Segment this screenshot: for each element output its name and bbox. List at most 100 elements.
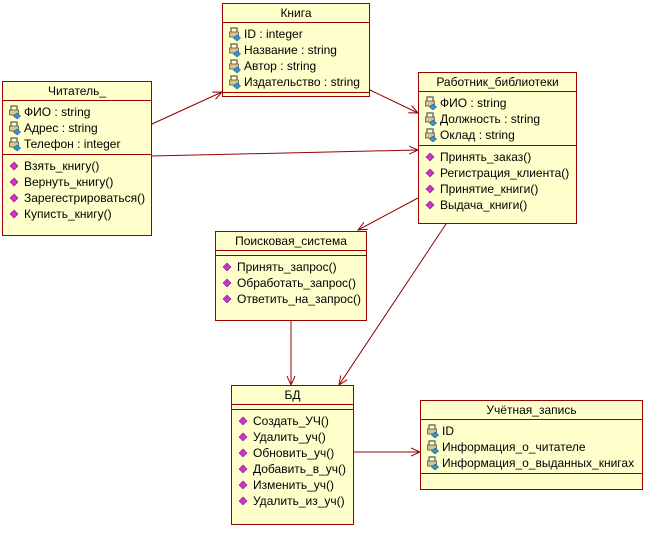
operation-icon [221, 276, 235, 290]
attribute-label: Телефон : integer [24, 137, 121, 151]
operation-label: Вернуть_книгу() [24, 175, 114, 189]
attribute-label: ID [442, 424, 454, 438]
attribute-label: Название : string [244, 43, 337, 57]
attribute-icon [8, 121, 22, 135]
attribute-row: ID : integer [223, 26, 369, 42]
operation-row: Регистрация_клиента() [419, 165, 576, 181]
attribute-label: Информация_о_выданных_книгах [442, 456, 635, 470]
attribute-label: ID : integer [244, 27, 303, 41]
attribute-row: Информация_о_выданных_книгах [421, 455, 642, 471]
attribute-row: Оклад : string [419, 127, 576, 143]
attribute-icon [424, 128, 438, 142]
operation-label: Изменить_уч() [253, 478, 335, 492]
operation-label: Купиcть_книгу() [24, 207, 112, 221]
attribute-label: Адрес : string [24, 121, 98, 135]
attribute-icon [228, 75, 242, 89]
attribute-row: Автор : string [223, 58, 369, 74]
class-db[interactable]: БД Создать_УЧ() Удалить_уч()Обновить_уч()… [231, 385, 354, 525]
attribute-row: Название : string [223, 42, 369, 58]
class-name: БД [232, 386, 353, 405]
operation-row: Зарегестрироваться() [3, 190, 151, 206]
operation-row: Принять_запрос() [216, 259, 366, 275]
attribute-icon [426, 424, 440, 438]
class-name: Работник_библиотеки [419, 73, 576, 92]
operation-icon [424, 166, 438, 180]
operations-compartment: Принять_запрос() Обработать_запрос() Ответ… [216, 256, 366, 309]
attribute-row: ФИО : string [3, 104, 151, 120]
operation-icon [237, 478, 251, 492]
association-librarian-search [358, 197, 419, 230]
operations-compartment [421, 474, 642, 478]
association-reader-librarian [152, 150, 418, 156]
attribute-label: Должность : string [440, 112, 541, 126]
operation-row: Удалить_уч() [232, 429, 353, 445]
attribute-icon [228, 27, 242, 41]
attribute-label: ФИО : string [440, 96, 507, 110]
association-book-librarian [370, 90, 418, 113]
attribute-icon [424, 96, 438, 110]
operation-label: Регистрация_клиента() [440, 166, 570, 180]
operation-label: Добавить_в_уч() [253, 462, 346, 476]
operation-label: Создать_УЧ() [253, 414, 329, 428]
operation-icon [424, 150, 438, 164]
class-search-system[interactable]: Поисковая_система Принять_запрос()Обрабо… [215, 231, 367, 321]
operation-row: Принять_заказ() [419, 149, 576, 165]
association-reader-book [152, 92, 222, 124]
operation-label: Удалить_из_уч() [253, 494, 345, 508]
class-name: Учётная_запись [421, 401, 642, 420]
attribute-label: Оклад : string [440, 128, 515, 142]
operation-row: Изменить_уч() [232, 477, 353, 493]
attribute-row: Телефон : integer [3, 136, 151, 152]
operation-icon [8, 207, 22, 221]
operation-row: Добавить_в_уч() [232, 461, 353, 477]
attribute-label: ФИО : string [24, 105, 91, 119]
operation-label: Обработать_запрос() [237, 276, 357, 290]
operation-icon [221, 292, 235, 306]
attribute-row: Издательство : string [223, 74, 369, 90]
attributes-compartment [216, 251, 366, 256]
attribute-icon [228, 59, 242, 73]
operation-icon [237, 446, 251, 460]
operation-icon [424, 182, 438, 196]
attribute-icon [426, 440, 440, 454]
class-name: Книга [223, 4, 369, 23]
operation-icon [237, 414, 251, 428]
attribute-row: Информация_о_читателе [421, 439, 642, 455]
operation-label: Зарегестрироваться() [24, 191, 146, 205]
operation-label: Принять_запрос() [237, 260, 337, 274]
association-librarian-db [339, 224, 446, 385]
attribute-label: Информация_о_читателе [442, 440, 586, 454]
operation-label: Принять_заказ() [440, 150, 532, 164]
attribute-row: Должность : string [419, 111, 576, 127]
operation-row: Выдача_книги() [419, 197, 576, 213]
operation-label: Ответить_на_запрос() [237, 292, 361, 306]
operation-row: Обработать_запрос() [216, 275, 366, 291]
operation-icon [237, 430, 251, 444]
attributes-compartment [232, 405, 353, 410]
attribute-icon [426, 456, 440, 470]
operations-compartment: Взять_книгу() Вернуть_книгу() Зарегестриро… [3, 155, 151, 224]
operations-compartment: Принять_заказ() Регистрация_клиента() Прин… [419, 146, 576, 215]
class-name: Читатель_ [3, 82, 151, 101]
operation-icon [424, 198, 438, 212]
attribute-label: Автор : string [244, 59, 317, 73]
attribute-icon [8, 137, 22, 151]
operation-icon [237, 462, 251, 476]
operation-label: Взять_книгу() [24, 159, 100, 173]
attribute-icon [228, 43, 242, 57]
operation-row: Ответить_на_запрос() [216, 291, 366, 307]
operation-icon [221, 260, 235, 274]
operation-label: Принятие_книги() [440, 182, 539, 196]
attribute-icon [424, 112, 438, 126]
operation-row: Обновить_уч() [232, 445, 353, 461]
operation-label: Удалить_уч() [253, 430, 326, 444]
